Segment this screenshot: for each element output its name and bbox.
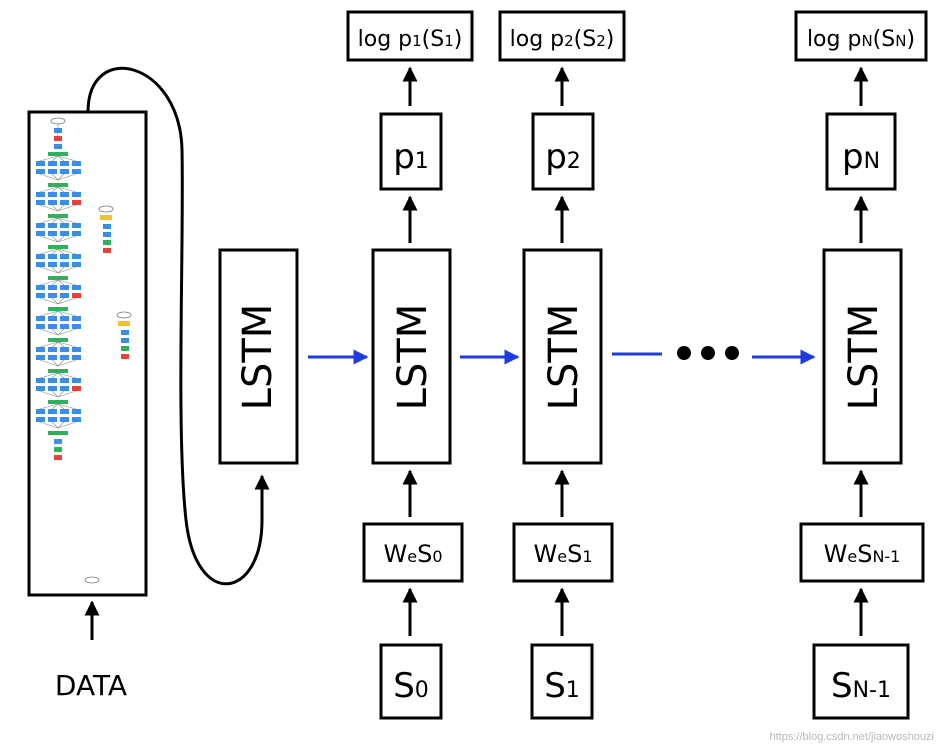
input-label-1: S0 <box>393 666 429 706</box>
embed-label-2: WeS1 <box>534 540 593 568</box>
prob-box-1 <box>379 112 443 191</box>
prob-box-n <box>825 112 897 191</box>
lstm-cell-1 <box>371 248 452 465</box>
watermark: https://blog.csdn.net/jiaowoshouzi <box>770 731 935 743</box>
lstm-label-2: LSTM <box>541 304 587 411</box>
log-prob-box-n <box>794 10 928 62</box>
prob-box-2 <box>531 112 595 191</box>
timestep-column-n: log pN(SN) pN LSTM WeSN-1 SN-1 <box>794 10 928 720</box>
lstm-label-n: LSTM <box>841 304 887 411</box>
cnn-network-thumbnail <box>27 110 148 597</box>
log-prob-label-1: log p1(S1) <box>358 27 463 52</box>
input-box-n <box>812 643 910 720</box>
cnn-to-lstm-connector <box>86 66 270 586</box>
prob-label-n: pN <box>842 137 880 177</box>
lstm-cell-image <box>218 248 299 465</box>
data-label: DATA <box>55 669 127 702</box>
ellipsis-dots <box>677 346 739 360</box>
input-box-1 <box>379 643 443 720</box>
log-prob-label-2: log p2(S2) <box>510 27 615 52</box>
timestep-column-2: log p2(S2) p2 LSTM WeS1 S1 <box>498 10 626 720</box>
prob-label-2: p2 <box>545 137 581 177</box>
embed-box-1 <box>362 522 464 583</box>
timestep-column-1: log p1(S1) p1 LSTM WeS0 S0 <box>346 10 474 720</box>
input-label-2: S1 <box>544 666 580 706</box>
lstm-label-1: LSTM <box>390 304 436 411</box>
lstm-cell-2 <box>522 248 603 465</box>
log-prob-box-2 <box>498 10 626 62</box>
log-prob-label-n: log pN(SN) <box>807 27 915 52</box>
lstm-label-image: LSTM <box>235 304 281 411</box>
embed-box-n <box>799 522 925 583</box>
embed-box-2 <box>512 522 614 583</box>
input-label-n: SN-1 <box>831 666 891 706</box>
embed-label-1: WeS0 <box>384 540 443 568</box>
log-prob-box-1 <box>346 10 474 62</box>
prob-label-1: p1 <box>393 137 429 177</box>
embed-label-n: WeSN-1 <box>824 540 901 568</box>
input-box-2 <box>530 643 594 720</box>
lstm-cell-n <box>822 248 903 465</box>
